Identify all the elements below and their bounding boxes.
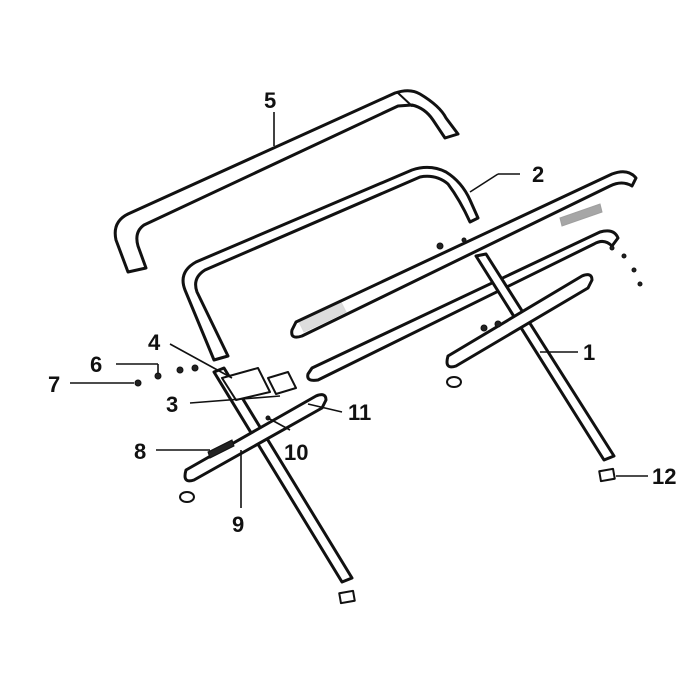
callout-5: 5 bbox=[264, 88, 276, 113]
part-8-bolt bbox=[207, 439, 235, 459]
part-3-4-bracket-assembly bbox=[176, 364, 297, 401]
leader-10 bbox=[267, 417, 291, 431]
callout-8: 8 bbox=[134, 439, 146, 464]
callout-4: 4 bbox=[148, 330, 161, 355]
callout-3: 3 bbox=[166, 392, 178, 417]
callout-1: 1 bbox=[583, 340, 595, 365]
leader-3 bbox=[189, 395, 281, 404]
leader-lines bbox=[70, 112, 648, 508]
part-2-lower-handle bbox=[181, 165, 638, 382]
callout-11: 11 bbox=[348, 400, 371, 425]
left-leg-tube bbox=[212, 366, 356, 605]
part-5-upper-handle bbox=[113, 89, 460, 274]
callout-6: 6 bbox=[90, 352, 102, 377]
left-cross-bar bbox=[179, 393, 328, 503]
part-7-nut bbox=[134, 379, 142, 387]
callout-12: 12 bbox=[652, 464, 676, 489]
callout-7: 7 bbox=[48, 372, 60, 397]
callout-2: 2 bbox=[532, 162, 544, 187]
part-1-right-leg bbox=[474, 252, 616, 483]
leader-11 bbox=[307, 403, 343, 413]
callout-9: 9 bbox=[232, 512, 244, 537]
callout-10: 10 bbox=[284, 440, 308, 465]
leader-2b bbox=[469, 173, 499, 193]
right-cross-bar bbox=[445, 273, 594, 388]
callout-labels: 5 2 1 4 6 7 3 8 9 10 11 12 bbox=[48, 88, 676, 537]
leader-4 bbox=[169, 343, 233, 379]
